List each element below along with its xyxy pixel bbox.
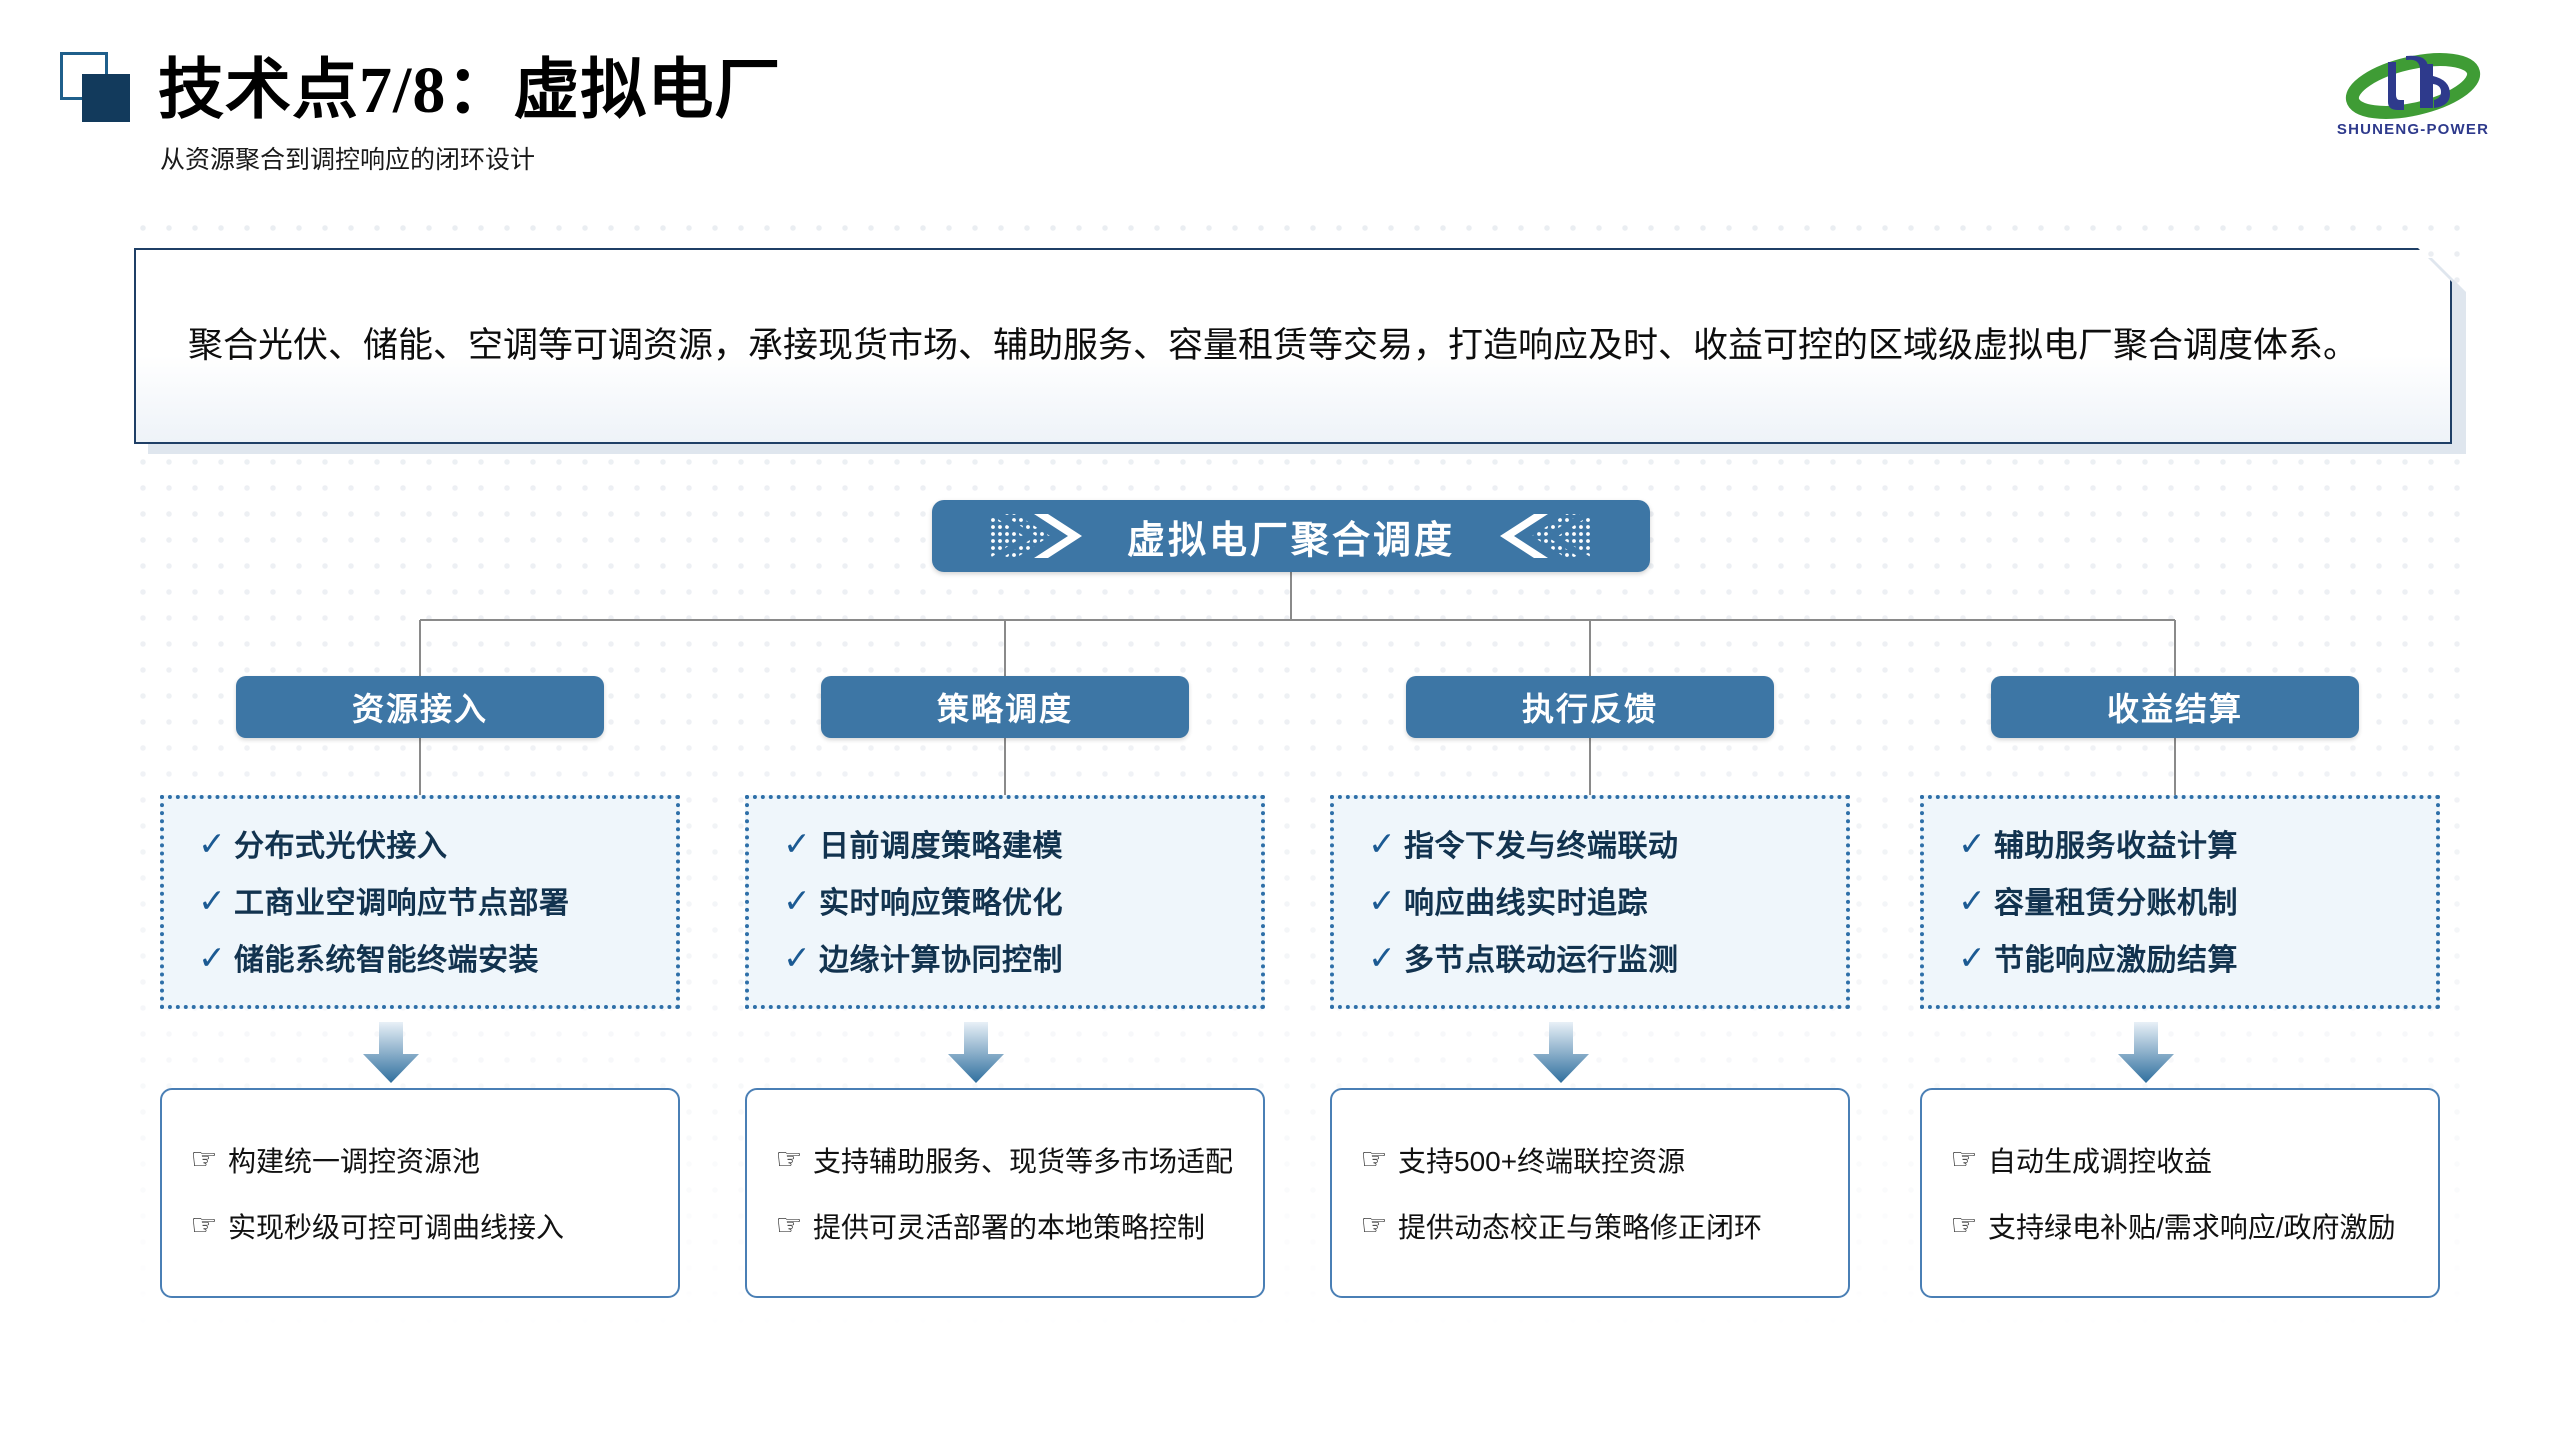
- feature-item: ✓ 节能响应激励结算: [1950, 935, 2418, 979]
- feature-item: ✓ 容量租赁分账机制: [1950, 878, 2418, 922]
- feature-item: ✓ 分布式光伏接入: [190, 821, 658, 865]
- feature-label: 辅助服务收益计算: [1994, 830, 2238, 863]
- feature-label: 多节点联动运行监测: [1404, 944, 1679, 977]
- outcome-card-3: ☞ 支持500+终端联控资源 ☞ 提供动态校正与策略修正闭环: [1330, 1088, 1850, 1298]
- description-text: 聚合光伏、储能、空调等可调资源，承接现货市场、辅助服务、容量租赁等交易，打造响应…: [188, 325, 2359, 365]
- column-header-label: 资源接入: [351, 691, 488, 727]
- check-icon: ✓: [1368, 881, 1396, 919]
- outcome-card-2: ☞ 支持辅助服务、现货等多市场适配 ☞ 提供可灵活部署的本地策略控制: [745, 1088, 1265, 1298]
- feature-card-1: ✓ 分布式光伏接入 ✓ 工商业空调响应节点部署 ✓ 储能系统智能终端安装: [160, 795, 680, 1009]
- feature-item: ✓ 响应曲线实时追踪: [1360, 878, 1828, 922]
- pointing-hand-icon: ☞: [775, 1143, 803, 1176]
- feature-item: ✓ 日前调度策略建模: [775, 821, 1243, 865]
- feature-label: 边缘计算协同控制: [819, 944, 1063, 977]
- outcome-item: ☞ 构建统一调控资源池: [180, 1140, 660, 1180]
- column-header-label: 执行反馈: [1521, 691, 1658, 727]
- outcome-item: ☞ 提供可灵活部署的本地策略控制: [765, 1206, 1245, 1246]
- check-icon: ✓: [783, 938, 811, 976]
- feature-label: 节能响应激励结算: [1994, 944, 2238, 977]
- outcome-item: ☞ 支持辅助服务、现货等多市场适配: [765, 1140, 1245, 1180]
- outcome-label: 支持绿电补贴/需求响应/政府激励: [1988, 1212, 2396, 1243]
- feature-item: ✓ 储能系统智能终端安装: [190, 935, 658, 979]
- down-arrow-icon-4: [2118, 1022, 2174, 1083]
- outcome-label: 提供动态校正与策略修正闭环: [1398, 1212, 1763, 1243]
- outcome-label: 构建统一调控资源池: [228, 1146, 481, 1177]
- header-square-mark-icon: [60, 52, 130, 122]
- outcome-card-4: ☞ 自动生成调控收益 ☞ 支持绿电补贴/需求响应/政府激励: [1920, 1088, 2440, 1298]
- feature-item: ✓ 多节点联动运行监测: [1360, 935, 1828, 979]
- feature-label: 指令下发与终端联动: [1404, 830, 1679, 863]
- chevron-left-icon: [1500, 514, 1592, 558]
- check-icon: ✓: [198, 881, 226, 919]
- outcome-label: 支持辅助服务、现货等多市场适配: [813, 1146, 1234, 1177]
- feature-label: 实时响应策略优化: [819, 887, 1063, 920]
- outcome-card-1: ☞ 构建统一调控资源池 ☞ 实现秒级可控可调曲线接入: [160, 1088, 680, 1298]
- column-header-1[interactable]: 资源接入: [236, 676, 604, 738]
- feature-label: 响应曲线实时追踪: [1404, 887, 1648, 920]
- check-icon: ✓: [1958, 881, 1986, 919]
- feature-label: 日前调度策略建模: [819, 830, 1063, 863]
- diagram-banner: 虚拟电厂聚合调度: [932, 500, 1650, 572]
- outcome-label: 支持500+终端联控资源: [1398, 1146, 1686, 1177]
- feature-label: 分布式光伏接入: [234, 830, 448, 863]
- column-header-3[interactable]: 执行反馈: [1406, 676, 1774, 738]
- outcome-item: ☞ 支持500+终端联控资源: [1350, 1140, 1830, 1180]
- pointing-hand-icon: ☞: [1360, 1143, 1388, 1176]
- page-title: 技术点7/8：虚拟电厂: [158, 54, 782, 127]
- feature-item: ✓ 指令下发与终端联动: [1360, 821, 1828, 865]
- outcome-label: 自动生成调控收益: [1988, 1146, 2213, 1177]
- feature-item: ✓ 实时响应策略优化: [775, 878, 1243, 922]
- feature-label: 容量租赁分账机制: [1994, 887, 2238, 920]
- outcome-item: ☞ 提供动态校正与策略修正闭环: [1350, 1206, 1830, 1246]
- feature-label: 工商业空调响应节点部署: [234, 887, 570, 920]
- outcome-item: ☞ 支持绿电补贴/需求响应/政府激励: [1940, 1206, 2420, 1246]
- check-icon: ✓: [198, 938, 226, 976]
- down-arrow-icon-3: [1533, 1022, 1589, 1083]
- down-arrow-icon-1: [363, 1022, 419, 1083]
- column-header-4[interactable]: 收益结算: [1991, 676, 2359, 738]
- logo-mark-icon: [2345, 53, 2481, 119]
- feature-card-4: ✓ 辅助服务收益计算 ✓ 容量租赁分账机制 ✓ 节能响应激励结算: [1920, 795, 2440, 1009]
- feature-label: 储能系统智能终端安装: [234, 944, 539, 977]
- feature-item: ✓ 工商业空调响应节点部署: [190, 878, 658, 922]
- down-arrow-icon-2: [948, 1022, 1004, 1083]
- check-icon: ✓: [783, 881, 811, 919]
- square-solid-icon: [82, 74, 130, 122]
- pointing-hand-icon: ☞: [190, 1143, 218, 1176]
- check-icon: ✓: [1368, 938, 1396, 976]
- feature-card-2: ✓ 日前调度策略建模 ✓ 实时响应策略优化 ✓ 边缘计算协同控制: [745, 795, 1265, 1009]
- description-banner: 聚合光伏、储能、空调等可调资源，承接现货市场、辅助服务、容量租赁等交易，打造响应…: [134, 248, 2452, 444]
- column-header-label: 收益结算: [2106, 691, 2243, 727]
- outcome-label: 实现秒级可控可调曲线接入: [228, 1212, 565, 1243]
- outcome-item: ☞ 实现秒级可控可调曲线接入: [180, 1206, 660, 1246]
- pointing-hand-icon: ☞: [775, 1209, 803, 1242]
- page-subtitle: 从资源聚合到调控响应的闭环设计: [160, 147, 536, 174]
- column-header-label: 策略调度: [936, 691, 1073, 727]
- pointing-hand-icon: ☞: [1360, 1209, 1388, 1242]
- banner-title: 虚拟电厂聚合调度: [1126, 519, 1455, 562]
- feature-card-3: ✓ 指令下发与终端联动 ✓ 响应曲线实时追踪 ✓ 多节点联动运行监测: [1330, 795, 1850, 1009]
- logo-text: SHUNENG-POWER: [2336, 121, 2490, 138]
- check-icon: ✓: [1958, 824, 1986, 862]
- check-icon: ✓: [198, 824, 226, 862]
- column-header-2[interactable]: 策略调度: [821, 676, 1189, 738]
- outcome-item: ☞ 自动生成调控收益: [1940, 1140, 2420, 1180]
- pointing-hand-icon: ☞: [1950, 1143, 1978, 1176]
- check-icon: ✓: [1368, 824, 1396, 862]
- pointing-hand-icon: ☞: [1950, 1209, 1978, 1242]
- chevron-right-icon: [990, 514, 1082, 558]
- feature-item: ✓ 边缘计算协同控制: [775, 935, 1243, 979]
- pointing-hand-icon: ☞: [190, 1209, 218, 1242]
- check-icon: ✓: [783, 824, 811, 862]
- feature-item: ✓ 辅助服务收益计算: [1950, 821, 2418, 865]
- company-logo: SHUNENG-POWER: [2328, 46, 2498, 142]
- outcome-label: 提供可灵活部署的本地策略控制: [813, 1212, 1206, 1243]
- check-icon: ✓: [1958, 938, 1986, 976]
